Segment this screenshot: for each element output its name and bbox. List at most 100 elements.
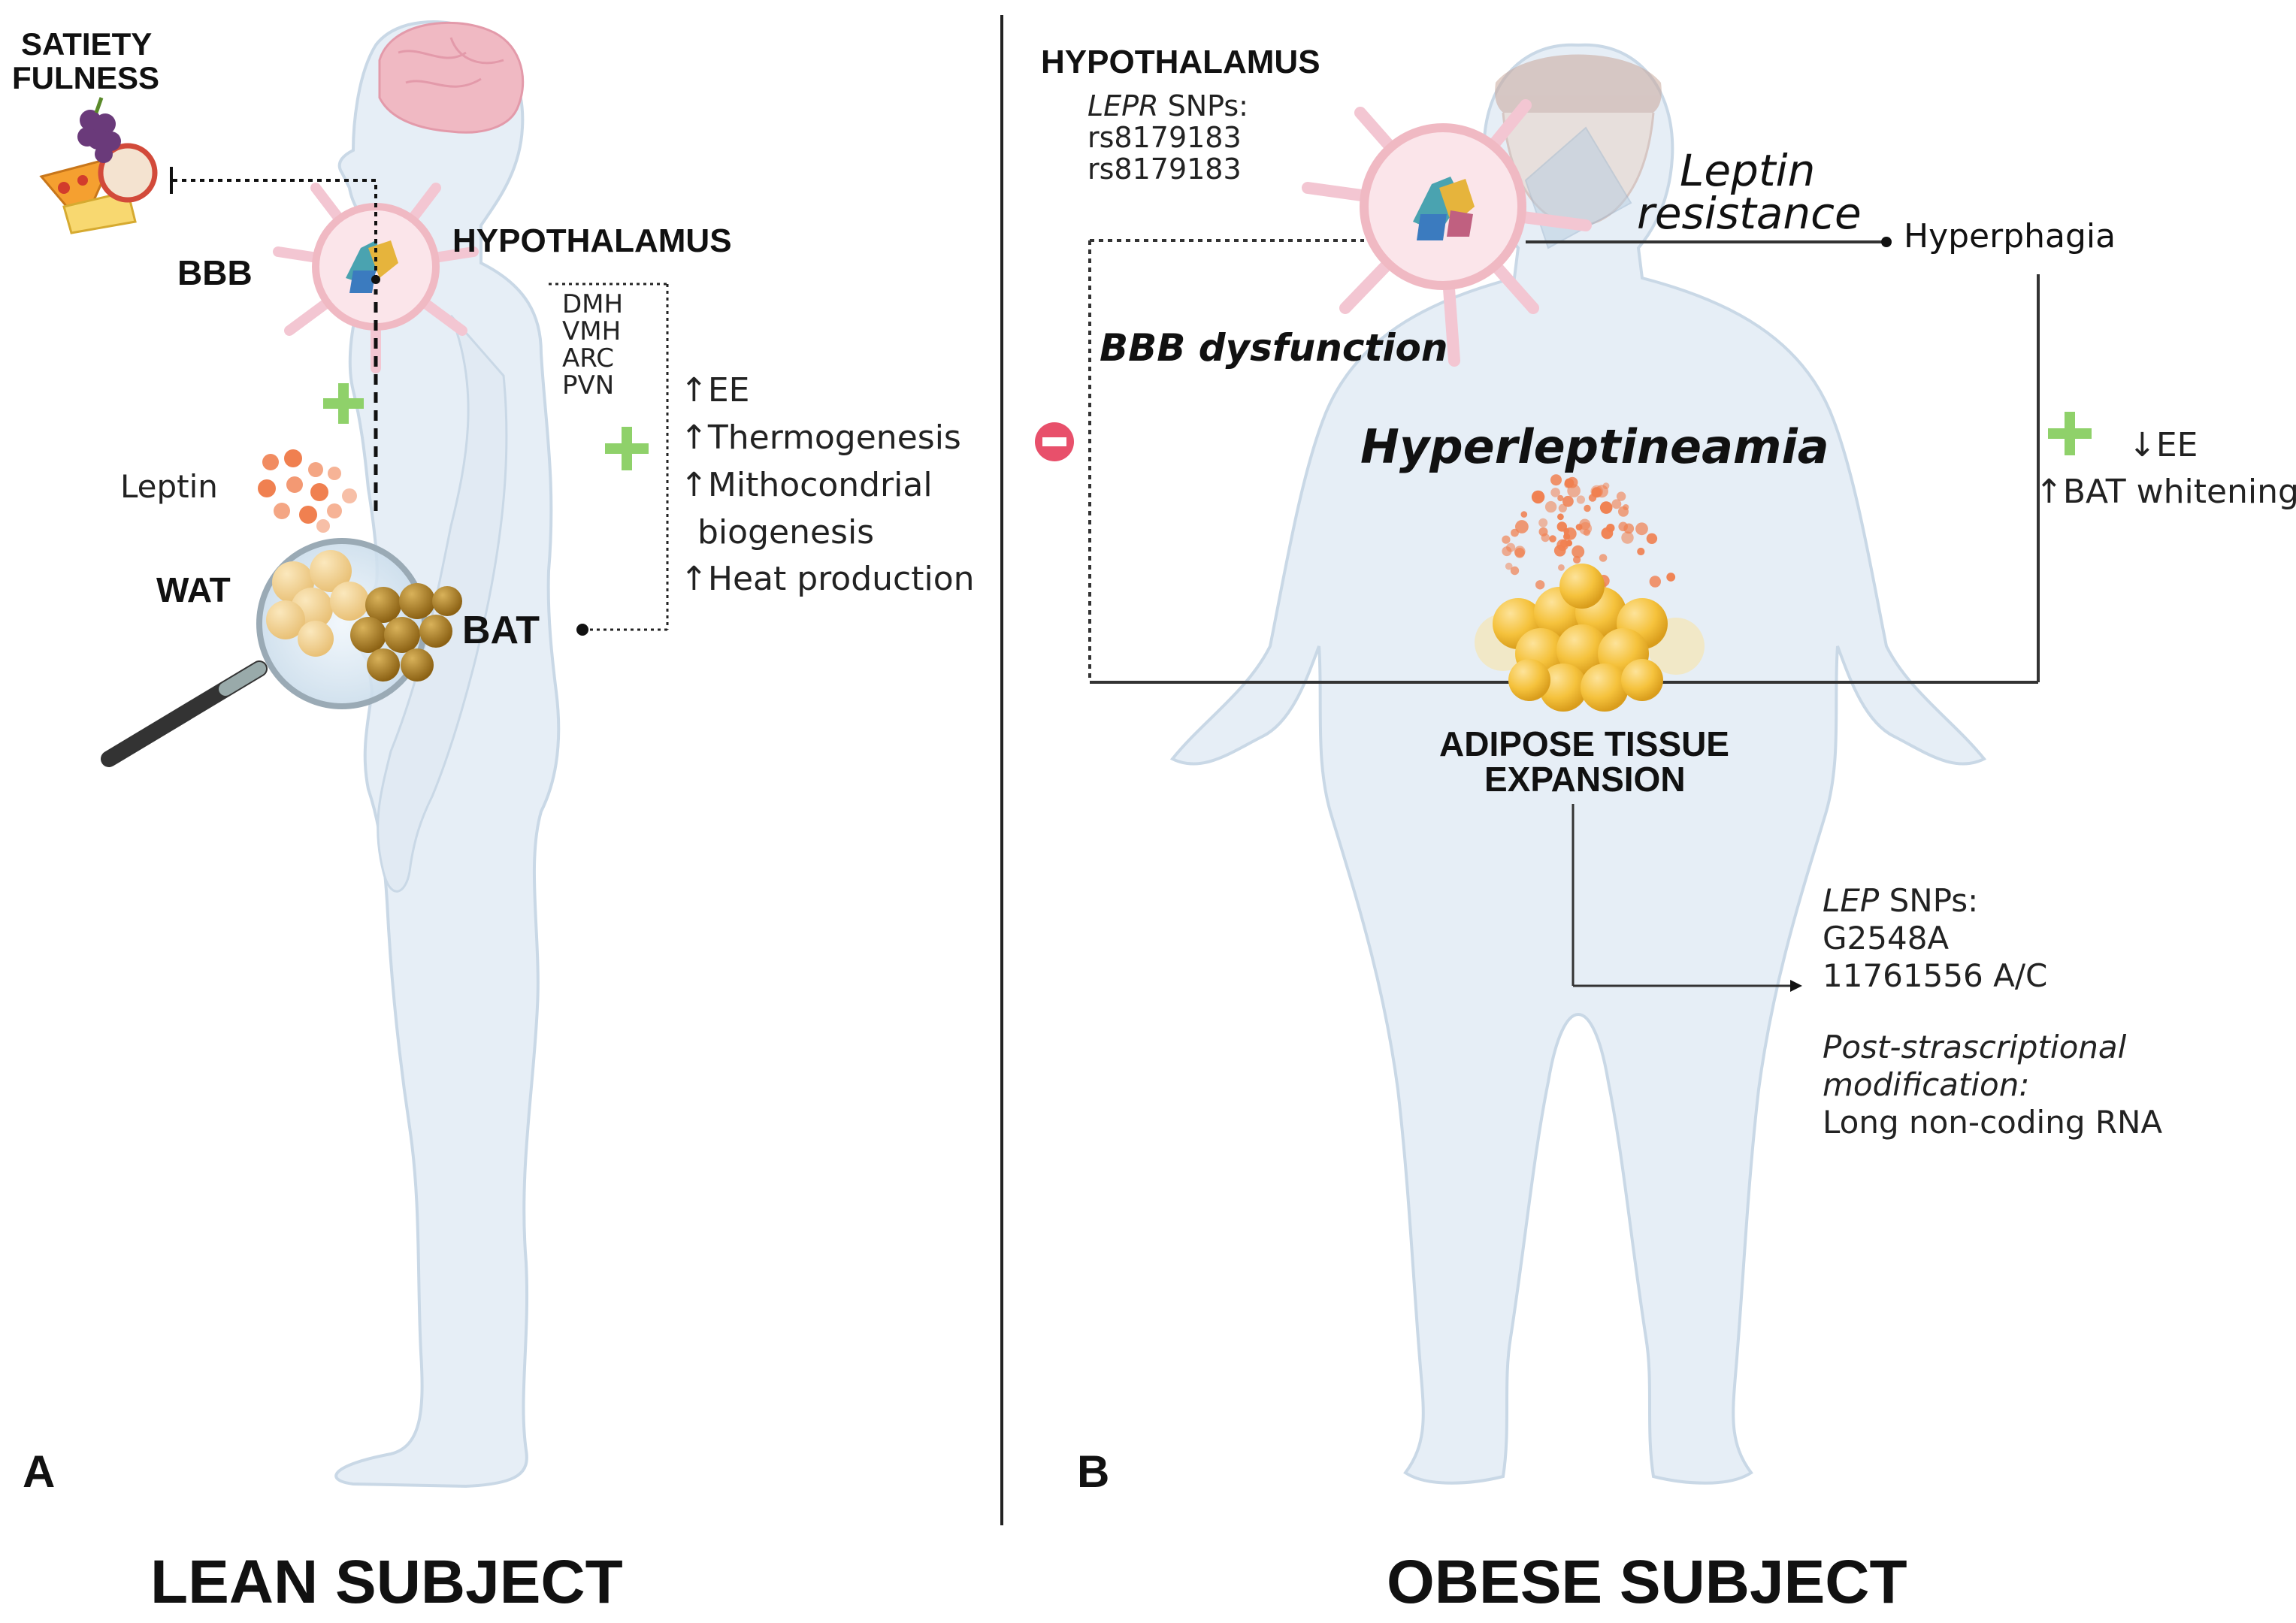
leptin-dot xyxy=(1502,535,1511,544)
up-arrow-icon: ↑ xyxy=(680,466,708,504)
lepr-snp-2: rs8179183 xyxy=(1087,153,1242,186)
leptin-dot xyxy=(1506,543,1516,552)
post-transcriptional-line1: Post-strascriptional xyxy=(1823,1029,2127,1065)
adipose-label-line1: ADIPOSE TISSUE xyxy=(1439,724,1729,763)
effect-mitochondrial: ↑Mithocondrial xyxy=(680,466,933,504)
obese-subject-caption: OBESE SUBJECT xyxy=(1387,1548,1907,1616)
leptin-dot xyxy=(1556,521,1567,532)
wat-cells xyxy=(266,550,369,657)
leptin-dot xyxy=(1573,555,1581,564)
leptin-dot xyxy=(1611,499,1622,509)
up-arrow-icon: ↑ xyxy=(680,560,708,598)
hypothalamus-to-bat-dotted xyxy=(549,283,669,631)
lean-hypothalamus-label: HYPOTHALAMUS xyxy=(452,222,732,259)
bbb-dysfunction-label: BBB dysfunction xyxy=(1100,326,1448,370)
bat-dotted-endpoint xyxy=(576,624,588,636)
leptin-dot xyxy=(1534,492,1541,500)
bat-whitening-label: ↑BAT whitening xyxy=(2035,473,2296,511)
leptin-dot xyxy=(1649,576,1661,588)
leptin-dot xyxy=(1635,522,1648,536)
lean-subject-caption: LEAN SUBJECT xyxy=(150,1548,623,1616)
wat-label: WAT xyxy=(156,570,231,609)
leptin-dot xyxy=(1599,501,1613,514)
adipose-to-lep-line xyxy=(1572,804,1792,987)
leptin-dot xyxy=(1602,482,1610,489)
hyperphagia-label: Hyperphagia xyxy=(1904,217,2116,255)
leptin-dot xyxy=(1558,503,1567,513)
lepr-snp-1: rs8179183 xyxy=(1087,121,1242,154)
hyperleptinaemia-label: Hyperleptineamia xyxy=(1360,419,1829,474)
leptin-dot xyxy=(1565,539,1573,547)
bat-cells xyxy=(350,583,462,682)
leptin-dot xyxy=(1553,545,1566,557)
leptin-dot xyxy=(1623,523,1635,534)
leptin-dot xyxy=(1618,506,1629,517)
effect-ee: ↑EE xyxy=(680,371,750,410)
obese-leptin-dots xyxy=(1502,474,1676,590)
leptin-dot xyxy=(1591,487,1602,497)
effect-thermogenesis: ↑Thermogenesis xyxy=(680,419,961,457)
fulness-label: FULNESS xyxy=(12,60,160,95)
bat-label: BAT xyxy=(462,609,540,652)
leptin-dot xyxy=(1520,511,1528,518)
leptin-dot xyxy=(1637,547,1645,556)
ee-down-label: ↓EE xyxy=(2128,426,2198,464)
up-arrow-icon: ↑ xyxy=(680,371,708,410)
effect-biogenesis: biogenesis xyxy=(697,513,875,552)
panel-a-letter: A xyxy=(23,1446,56,1497)
nucleus-vmh: VMH xyxy=(562,316,622,346)
leptin-dot xyxy=(1549,535,1556,543)
leptin-dot xyxy=(1601,527,1614,539)
nucleus-pvn: PVN xyxy=(562,370,615,400)
leptin-dot xyxy=(1550,474,1562,486)
down-arrow-icon: ↓ xyxy=(2128,426,2156,464)
leptin-dot xyxy=(1538,518,1548,527)
lncrna-label: Long non-coding RNA xyxy=(1823,1104,2163,1141)
leptin-dot xyxy=(1666,573,1676,582)
leptin-resistance-line1: Leptin xyxy=(1680,145,1816,196)
leptin-dot xyxy=(1646,533,1658,544)
satiety-label: SATIETY xyxy=(21,26,153,62)
up-arrow-icon: ↑ xyxy=(2035,473,2063,511)
panel-b-letter: B xyxy=(1077,1446,1110,1497)
obese-hypothalamus-nuclei xyxy=(1413,177,1475,240)
leptin-dot xyxy=(1505,562,1513,570)
leptin-dot xyxy=(1557,513,1564,521)
hyperphagia-arrow-head xyxy=(1881,237,1892,247)
leptin-dot xyxy=(1544,500,1557,513)
up-arrow-icon: ↑ xyxy=(680,419,708,457)
leptin-dot xyxy=(1599,554,1608,562)
leptin-dot xyxy=(1515,520,1529,533)
satiety-inhibition-arrow xyxy=(173,179,377,280)
leptin-dot xyxy=(1616,491,1626,501)
leptin-dot xyxy=(1562,495,1574,507)
leptin-dot xyxy=(1541,533,1550,543)
lep-snp-1: G2548A xyxy=(1823,920,1950,957)
lepr-snps-label: LEPR SNPs: xyxy=(1087,89,1248,122)
minus-icon xyxy=(1035,422,1074,461)
food-icon xyxy=(39,97,158,234)
lean-plus-icon xyxy=(323,383,649,470)
obese-body-silhouette xyxy=(1169,43,1987,1485)
nucleus-dmh: DMH xyxy=(562,289,624,319)
leptin-dot xyxy=(1579,521,1593,535)
leptin-dot xyxy=(1535,580,1545,590)
lep-snp-2: 11761556 A/C xyxy=(1823,957,2048,994)
lep-snps-label: LEP SNPs: xyxy=(1823,882,1979,919)
leptin-label: Leptin xyxy=(120,468,218,505)
nucleus-arc: ARC xyxy=(562,343,614,373)
lean-brain xyxy=(378,21,525,134)
obese-hypothalamus-label: HYPOTHALAMUS xyxy=(1041,44,1320,80)
adipose-expansion-cells xyxy=(1475,564,1705,712)
effect-heat-production: ↑Heat production xyxy=(680,560,975,598)
leptin-dot xyxy=(1550,488,1560,497)
post-transcriptional-line2: modification: xyxy=(1823,1066,2030,1103)
lean-bbb-label: BBB xyxy=(177,253,253,292)
leptin-dot xyxy=(1510,566,1520,576)
leptin-dot xyxy=(1564,478,1575,488)
obese-plus-icon xyxy=(2048,412,2092,455)
leptin-dot xyxy=(1584,504,1591,512)
lean-leptin-dots xyxy=(258,449,357,533)
